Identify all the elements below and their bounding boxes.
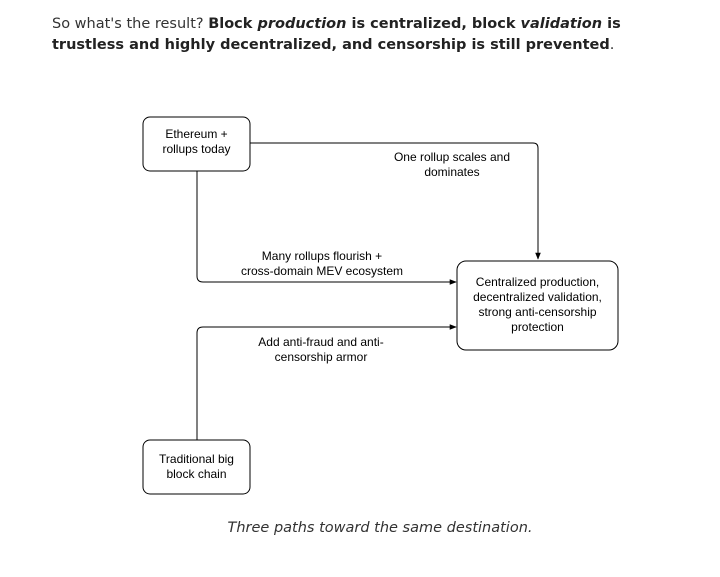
node-ethereum-line-2: rollups today bbox=[162, 142, 230, 156]
intro-em-validation: validation bbox=[520, 16, 603, 32]
node-result-line-1: Centralized production, bbox=[476, 275, 599, 289]
edge-label-many-rollups: Many rollups flourish + cross-domain MEV… bbox=[241, 249, 403, 278]
node-traditional-chain: Traditional big block chain bbox=[142, 439, 251, 495]
edge-label-many-rollups-line-2: cross-domain MEV ecosystem bbox=[241, 264, 403, 278]
edge-label-one-rollup-line-2: dominates bbox=[424, 165, 479, 179]
node-traditional-line-1: Traditional big bbox=[159, 452, 234, 466]
edge-traditional-to-result bbox=[196, 324, 457, 440]
edge-ethereum-to-result-top bbox=[250, 142, 541, 260]
edge-label-anti-fraud: Add anti-fraud and anti- censorship armo… bbox=[258, 335, 383, 364]
figure-caption: Three paths toward the same destination. bbox=[227, 520, 533, 536]
edge-ethereum-to-result-middle bbox=[196, 171, 457, 285]
intro-em-production: production bbox=[257, 16, 347, 32]
intro-bold-2: is centralized, block bbox=[346, 16, 521, 32]
node-traditional-line-2: block chain bbox=[166, 467, 226, 481]
edge-label-one-rollup-line-1: One rollup scales and bbox=[394, 150, 510, 164]
edge-label-many-rollups-line-1: Many rollups flourish + bbox=[262, 249, 382, 263]
edge-label-one-rollup: One rollup scales and dominates bbox=[394, 150, 510, 179]
intro-paragraph: So what's the result? Block production i… bbox=[52, 14, 682, 56]
edge-label-anti-fraud-line-1: Add anti-fraud and anti- bbox=[258, 335, 383, 349]
node-ethereum-rollups: Ethereum + rollups today bbox=[142, 116, 251, 172]
edge-label-anti-fraud-line-2: censorship armor bbox=[275, 350, 368, 364]
intro-period: . bbox=[609, 37, 615, 53]
node-result-destination: Centralized production, decentralized va… bbox=[456, 260, 619, 351]
intro-lead: So what's the result? bbox=[52, 16, 209, 32]
node-ethereum-line-1: Ethereum + bbox=[165, 127, 227, 141]
node-result-line-4: protection bbox=[511, 320, 564, 334]
intro-bold-3: is trustless and highly decentralized, a… bbox=[52, 16, 621, 53]
node-result-line-2: decentralized validation, bbox=[473, 290, 602, 304]
node-result-line-3: strong anti-censorship bbox=[478, 305, 596, 319]
intro-bold-1: Block bbox=[208, 16, 258, 32]
